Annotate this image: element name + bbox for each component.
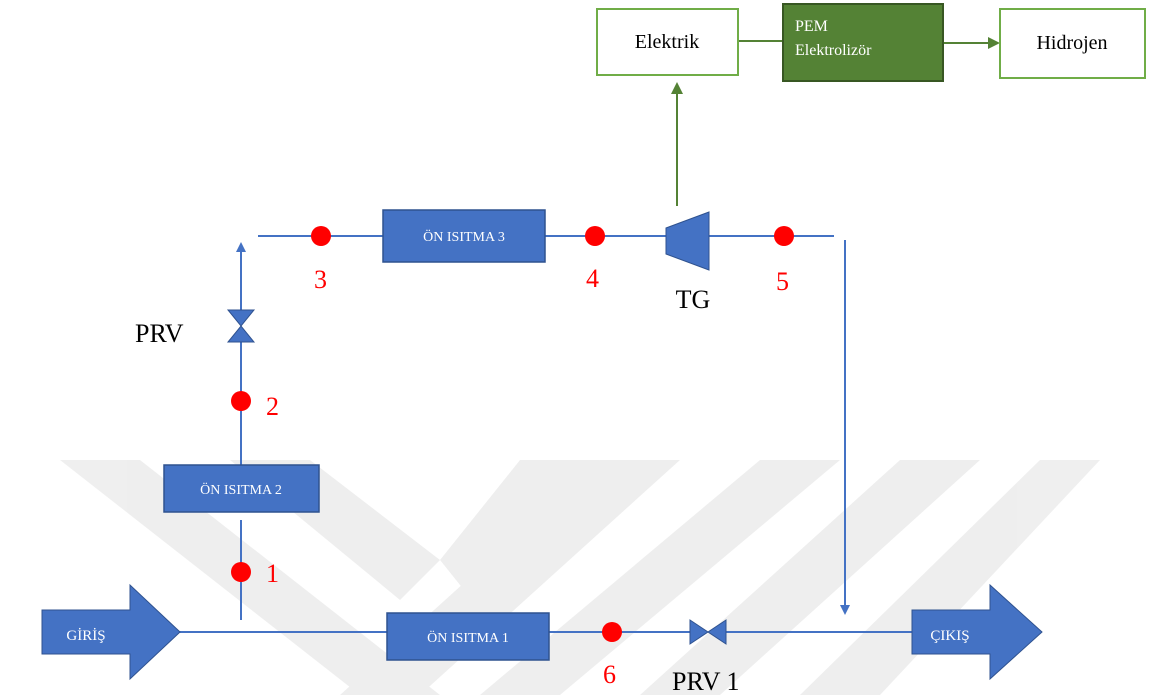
electric-label: Elektrik [635, 31, 699, 53]
state-point-4 [585, 226, 605, 246]
watermark [60, 460, 1100, 695]
state-point-labels: 1 2 3 4 5 6 [266, 264, 789, 689]
state-point-label-4: 4 [586, 264, 599, 293]
pem-label-line1: PEM [795, 18, 828, 35]
prv1-valve [689, 619, 727, 645]
state-point-6 [602, 622, 622, 642]
hydrogen-label: Hidrojen [1036, 32, 1107, 54]
prv-valve [226, 309, 256, 343]
valve-icon [689, 619, 709, 645]
preheater-2: ÖN ISITMA 2 [163, 464, 320, 513]
pem-label-line2: Elektrolizör [795, 42, 872, 59]
state-point-3 [311, 226, 331, 246]
electric-flow [671, 37, 1000, 206]
outlet-label: ÇIKIŞ [930, 628, 969, 644]
preheater-3: ÖN ISITMA 3 [382, 209, 546, 263]
state-points [231, 226, 794, 642]
hydrogen-box: Hidrojen [999, 8, 1146, 79]
tg-label: TG [676, 285, 711, 314]
pem-electrolyzer-box: PEM Elektrolizör [782, 3, 944, 82]
state-point-2 [231, 391, 251, 411]
state-point-label-6: 6 [603, 660, 616, 689]
state-point-1 [231, 562, 251, 582]
turbine-icon [665, 211, 710, 271]
prv-label: PRV [135, 319, 184, 348]
preheater-3-label: ÖN ISITMA 3 [423, 228, 505, 245]
electric-box: Elektrik [596, 8, 739, 76]
state-point-label-1: 1 [266, 559, 279, 588]
inlet-arrow: GİRİŞ [41, 583, 181, 681]
inlet-label: GİRİŞ [66, 628, 105, 644]
preheater-1: ÖN ISITMA 1 [386, 612, 550, 661]
state-point-label-3: 3 [314, 265, 327, 294]
prv1-label: PRV 1 [672, 667, 740, 695]
state-point-label-2: 2 [266, 392, 279, 421]
state-point-5 [774, 226, 794, 246]
preheater-2-label: ÖN ISITMA 2 [200, 481, 282, 498]
preheater-1-label: ÖN ISITMA 1 [427, 629, 509, 646]
turbine-generator [665, 211, 710, 271]
state-point-label-5: 5 [776, 267, 789, 296]
outlet-arrow: ÇIKIŞ [911, 583, 1043, 681]
valve-icon [226, 309, 256, 327]
